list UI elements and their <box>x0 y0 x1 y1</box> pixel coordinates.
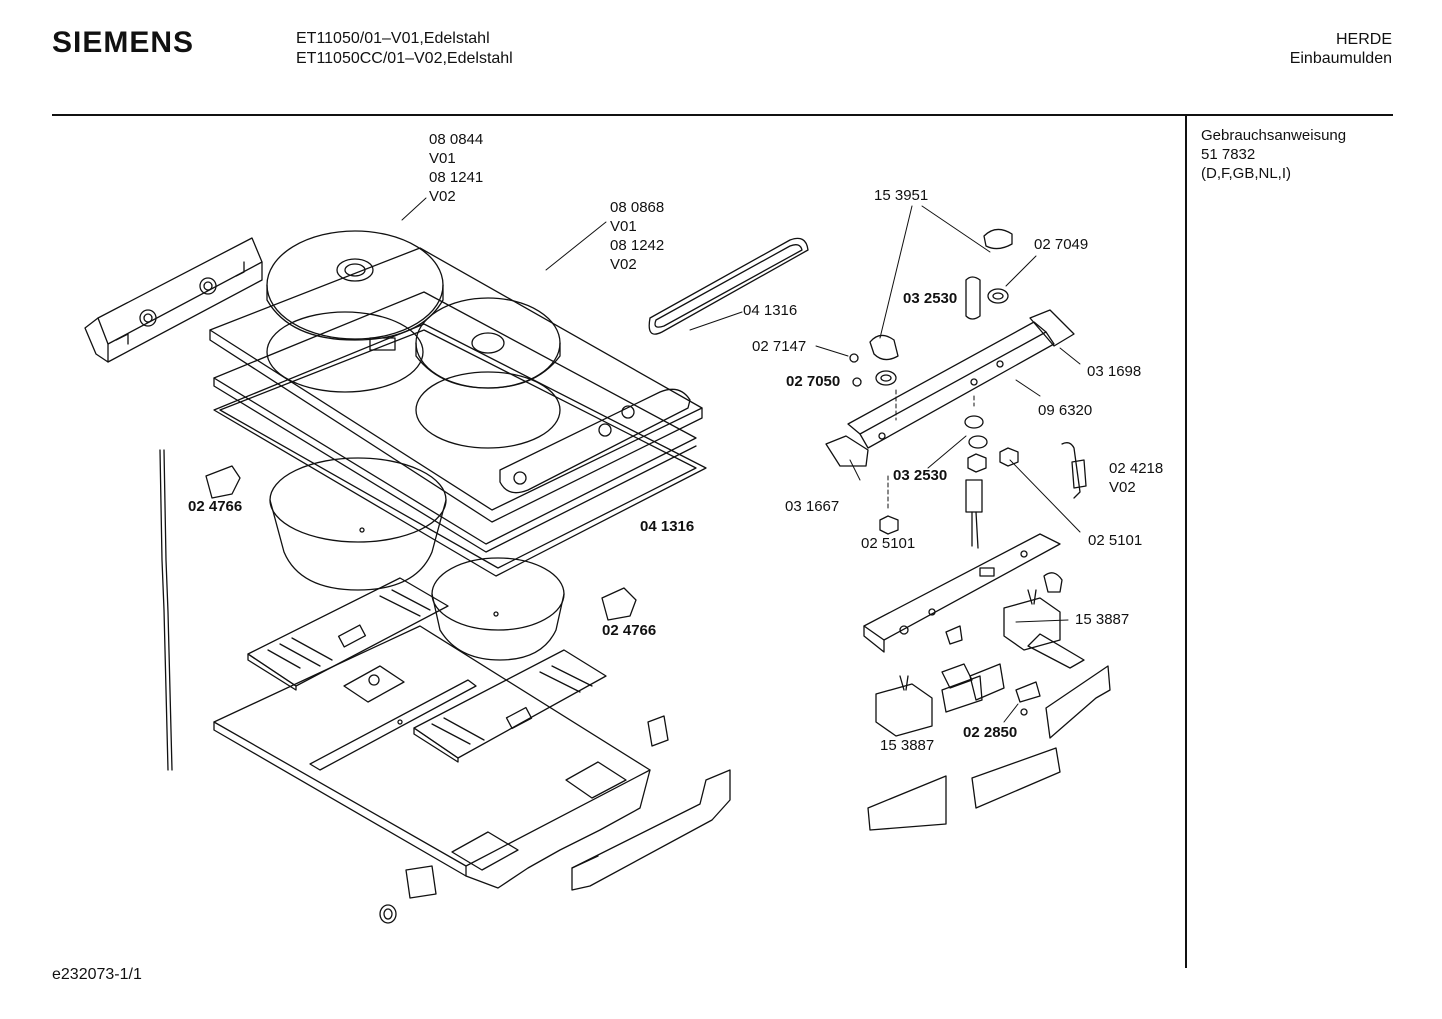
part-label: 02 4766 <box>602 622 657 639</box>
part-label: 09 6320 <box>1038 402 1093 419</box>
category-title: HERDE <box>1335 31 1392 48</box>
part-label: V02 <box>429 188 456 205</box>
header-rule <box>52 114 1393 116</box>
part-label: 02 2850 <box>963 724 1018 741</box>
part-label: 03 1698 <box>1087 363 1142 380</box>
model-line-1: ET11050/01–V01,Edelstahl <box>296 30 490 47</box>
part-label: V01 <box>610 218 637 235</box>
part-label: 02 7049 <box>1034 236 1089 253</box>
part-label: 02 7050 <box>786 373 841 390</box>
part-label: 02 4218 <box>1109 460 1164 477</box>
manual-title: Gebrauchsanweisung <box>1201 127 1347 144</box>
part-label: 02 5101 <box>1088 532 1143 549</box>
rear-bracket <box>85 238 262 362</box>
model-line-2: ET11050CC/01–V02,Edelstahl <box>296 50 513 67</box>
bottom-tray <box>214 626 650 888</box>
part-label: V01 <box>429 150 456 167</box>
part-label: 08 0868 <box>610 199 665 216</box>
part-label: V02 <box>1109 479 1136 496</box>
large-hotplate <box>267 231 443 392</box>
part-label: 15 3887 <box>880 737 935 754</box>
front-trim <box>572 770 730 890</box>
part-label: 08 0844 <box>429 131 484 148</box>
part-label: 15 3887 <box>1075 611 1130 628</box>
part-label: 03 2530 <box>893 467 948 484</box>
knobs-and-washers <box>850 229 1086 548</box>
regulators <box>876 590 1084 736</box>
manual-languages: (D,F,GB,NL,I) <box>1201 165 1292 182</box>
control-bracket <box>826 310 1074 466</box>
part-label: 04 1316 <box>640 518 695 535</box>
part-label: 02 5101 <box>861 535 916 552</box>
part-label: 08 1241 <box>429 169 484 186</box>
element-carriers <box>248 578 606 762</box>
part-label: 02 4766 <box>188 498 243 515</box>
gasket-loop <box>649 238 808 334</box>
part-label: 08 1242 <box>610 237 665 254</box>
side-separator <box>1185 116 1187 968</box>
switch-panel <box>864 534 1062 652</box>
clips <box>206 466 668 923</box>
part-label: 02 7147 <box>752 338 807 355</box>
brand-logo: SIEMENS <box>52 26 195 59</box>
category-subtitle: Einbaumulden <box>1289 50 1392 67</box>
small-hotplate <box>416 298 560 448</box>
reflector-bowls <box>270 458 564 660</box>
part-label: 03 1667 <box>785 498 840 515</box>
part-label: 04 1316 <box>743 302 798 319</box>
diagram-code: e232073-1/1 <box>52 966 142 983</box>
manual-number: 51 7832 <box>1201 146 1256 163</box>
hob-plate <box>210 248 706 576</box>
part-label: 15 3951 <box>874 187 929 204</box>
cable <box>160 450 172 770</box>
part-label: 03 2530 <box>903 290 958 307</box>
part-label: V02 <box>610 256 637 273</box>
leader-lines <box>402 198 1080 722</box>
insulation-pads <box>868 666 1110 830</box>
